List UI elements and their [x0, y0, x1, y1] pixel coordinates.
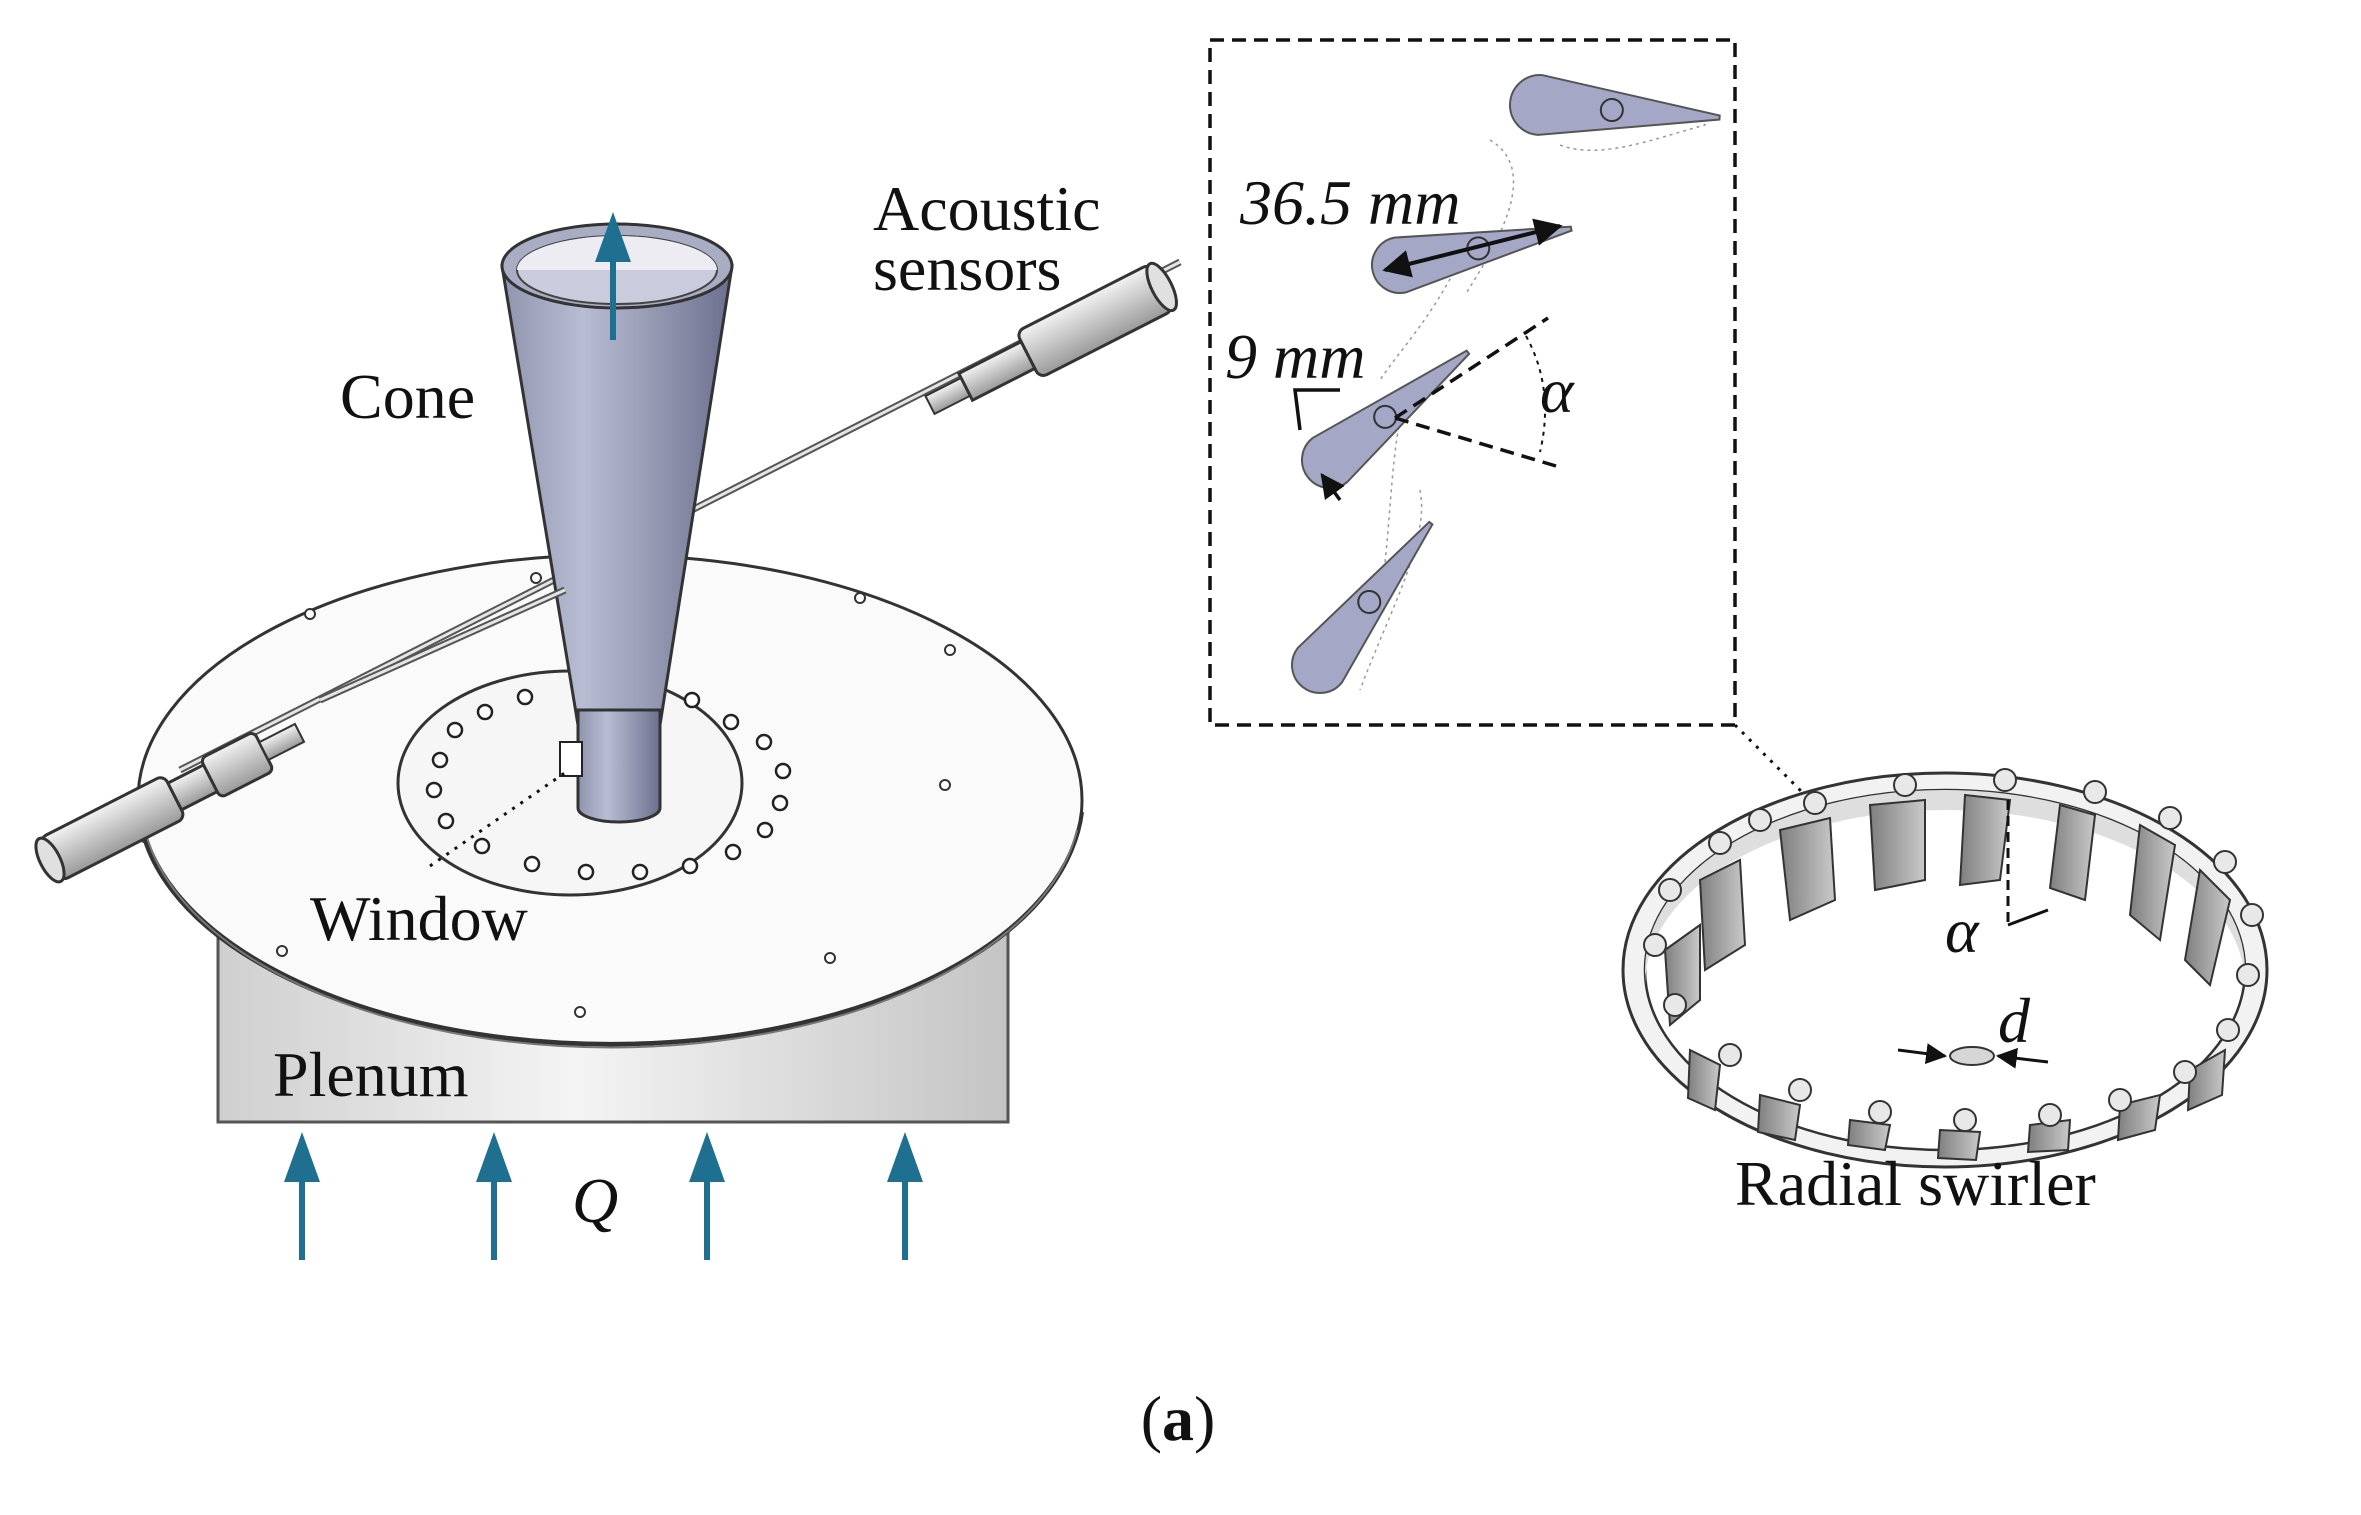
radial-swirler: d α Radial swirler	[1621, 768, 2269, 1219]
swirler-angle-symbol: α	[1945, 895, 1980, 966]
swirler-bolts	[1643, 768, 2264, 1132]
vane	[1291, 520, 1434, 694]
panel-caption: (a)	[1141, 1383, 1216, 1454]
inflow-arrow	[476, 1132, 512, 1260]
window-pointer	[429, 770, 567, 868]
ring-bolts	[425, 688, 792, 881]
vane	[1301, 349, 1471, 489]
window-label: Window	[310, 883, 528, 954]
vane-length-dimension	[1382, 218, 1563, 278]
vane-angle-symbol: α	[1540, 355, 1575, 426]
center-hole	[1949, 1046, 1995, 1066]
vane-width-dimension	[1293, 388, 1345, 502]
inset-frame	[1208, 38, 1737, 727]
swirler-vanes	[1663, 793, 2232, 1162]
vane-angle-lines	[1394, 316, 1557, 468]
cone	[500, 222, 734, 824]
acoustic-sensors-label-line2: sensors	[873, 233, 1061, 304]
vane-width-label: 9 mm	[1225, 321, 1365, 392]
inflow-arrow	[284, 1132, 320, 1260]
acoustic-sensor-right	[924, 261, 1178, 416]
cone-outflow-arrow	[595, 212, 631, 340]
plenum-label: Plenum	[273, 1039, 469, 1110]
flow-arrows	[284, 212, 923, 1260]
vane-length-label: 36.5 mm	[1239, 167, 1460, 238]
acoustic-sensor-left	[34, 586, 567, 884]
vane-angle-arc	[1525, 335, 1547, 453]
swirler-diameter-symbol: d	[1998, 985, 2031, 1056]
vane-detail-inset: 36.5 mm 9 mm α	[1208, 38, 1737, 727]
vane	[1509, 74, 1721, 136]
inflow-arrow	[689, 1132, 725, 1260]
plate-holes	[276, 572, 956, 1018]
acoustic-sensors-label-line1: Acoustic	[873, 173, 1101, 244]
radial-swirler-label: Radial swirler	[1735, 1148, 2096, 1219]
inflow-arrow	[887, 1132, 923, 1260]
flow-rate-symbol: Q	[572, 1165, 618, 1236]
cone-label: Cone	[340, 361, 475, 432]
window	[559, 741, 583, 777]
combustor-assembly: Acoustic sensors Cone Window Plenum Q	[34, 173, 1182, 1260]
